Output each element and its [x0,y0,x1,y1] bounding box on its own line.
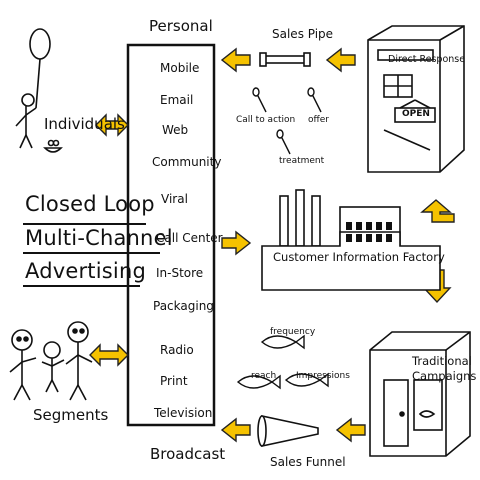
sales-pipe-shape [259,52,311,67]
arrow-to-factory [221,231,251,255]
title-line-1: Closed Loop [25,192,155,216]
title-line-3: Advertising [25,259,146,283]
pipe-item-call-to-action: Call to action [236,115,296,125]
broadcast-label: Broadcast [150,445,226,463]
traditional-label-line-1: Traditional [412,354,472,368]
factory-building [261,189,441,291]
arrow-to-personal [221,48,251,72]
sales-funnel-label: Sales Funnel [270,455,346,469]
channel-call-center: Call Center [156,231,223,245]
traditional-label-line-2: Campaigns [412,369,477,383]
title-underlines [23,223,160,287]
funnel-item-frequency: frequency [270,327,316,337]
channel-box [126,43,216,427]
channel-radio: Radio [160,343,194,357]
arrow-to-broadcast [221,418,251,442]
channel-in-store: In-Store [156,266,204,280]
individuals-label: Individuals [44,115,125,133]
funnel-item-reach: reach [251,371,277,381]
factory-label: Customer Information Factory [273,250,445,264]
sales-funnel-shape [257,415,319,447]
individual-figure [15,28,63,153]
arrow-from-traditional [336,418,366,442]
segments-label: Segments [33,406,109,424]
channel-viral: Viral [161,192,188,206]
channel-television: Television [154,406,213,420]
pipe-item-treatment: treatment [279,156,325,166]
channel-email: Email [160,93,194,107]
arrow-individuals-bidirectional [95,113,129,137]
pipe-item-offer: offer [308,115,329,125]
channel-packaging: Packaging [153,299,214,313]
arrow-factory-up [420,199,455,223]
personal-label: Personal [149,17,213,35]
pipe-item-icons [252,87,322,155]
funnel-item-icons [236,334,329,390]
arrow-from-direct-response [326,48,356,72]
sales-pipe-label: Sales Pipe [272,27,334,41]
segment-figures [9,321,93,401]
funnel-item-impressions: Impressions [296,371,350,381]
channel-community: Community [152,155,222,169]
open-sign-label: OPEN [402,109,430,119]
arrow-segments-bidirectional [89,343,129,367]
direct-response-building [367,25,465,173]
channel-mobile: Mobile [160,61,200,75]
title-line-2: Multi-Channel [25,226,173,250]
channel-print: Print [160,374,188,388]
direct-response-label: Direct Response [388,54,466,65]
traditional-campaigns-building [369,331,471,457]
channel-web: Web [162,123,189,137]
